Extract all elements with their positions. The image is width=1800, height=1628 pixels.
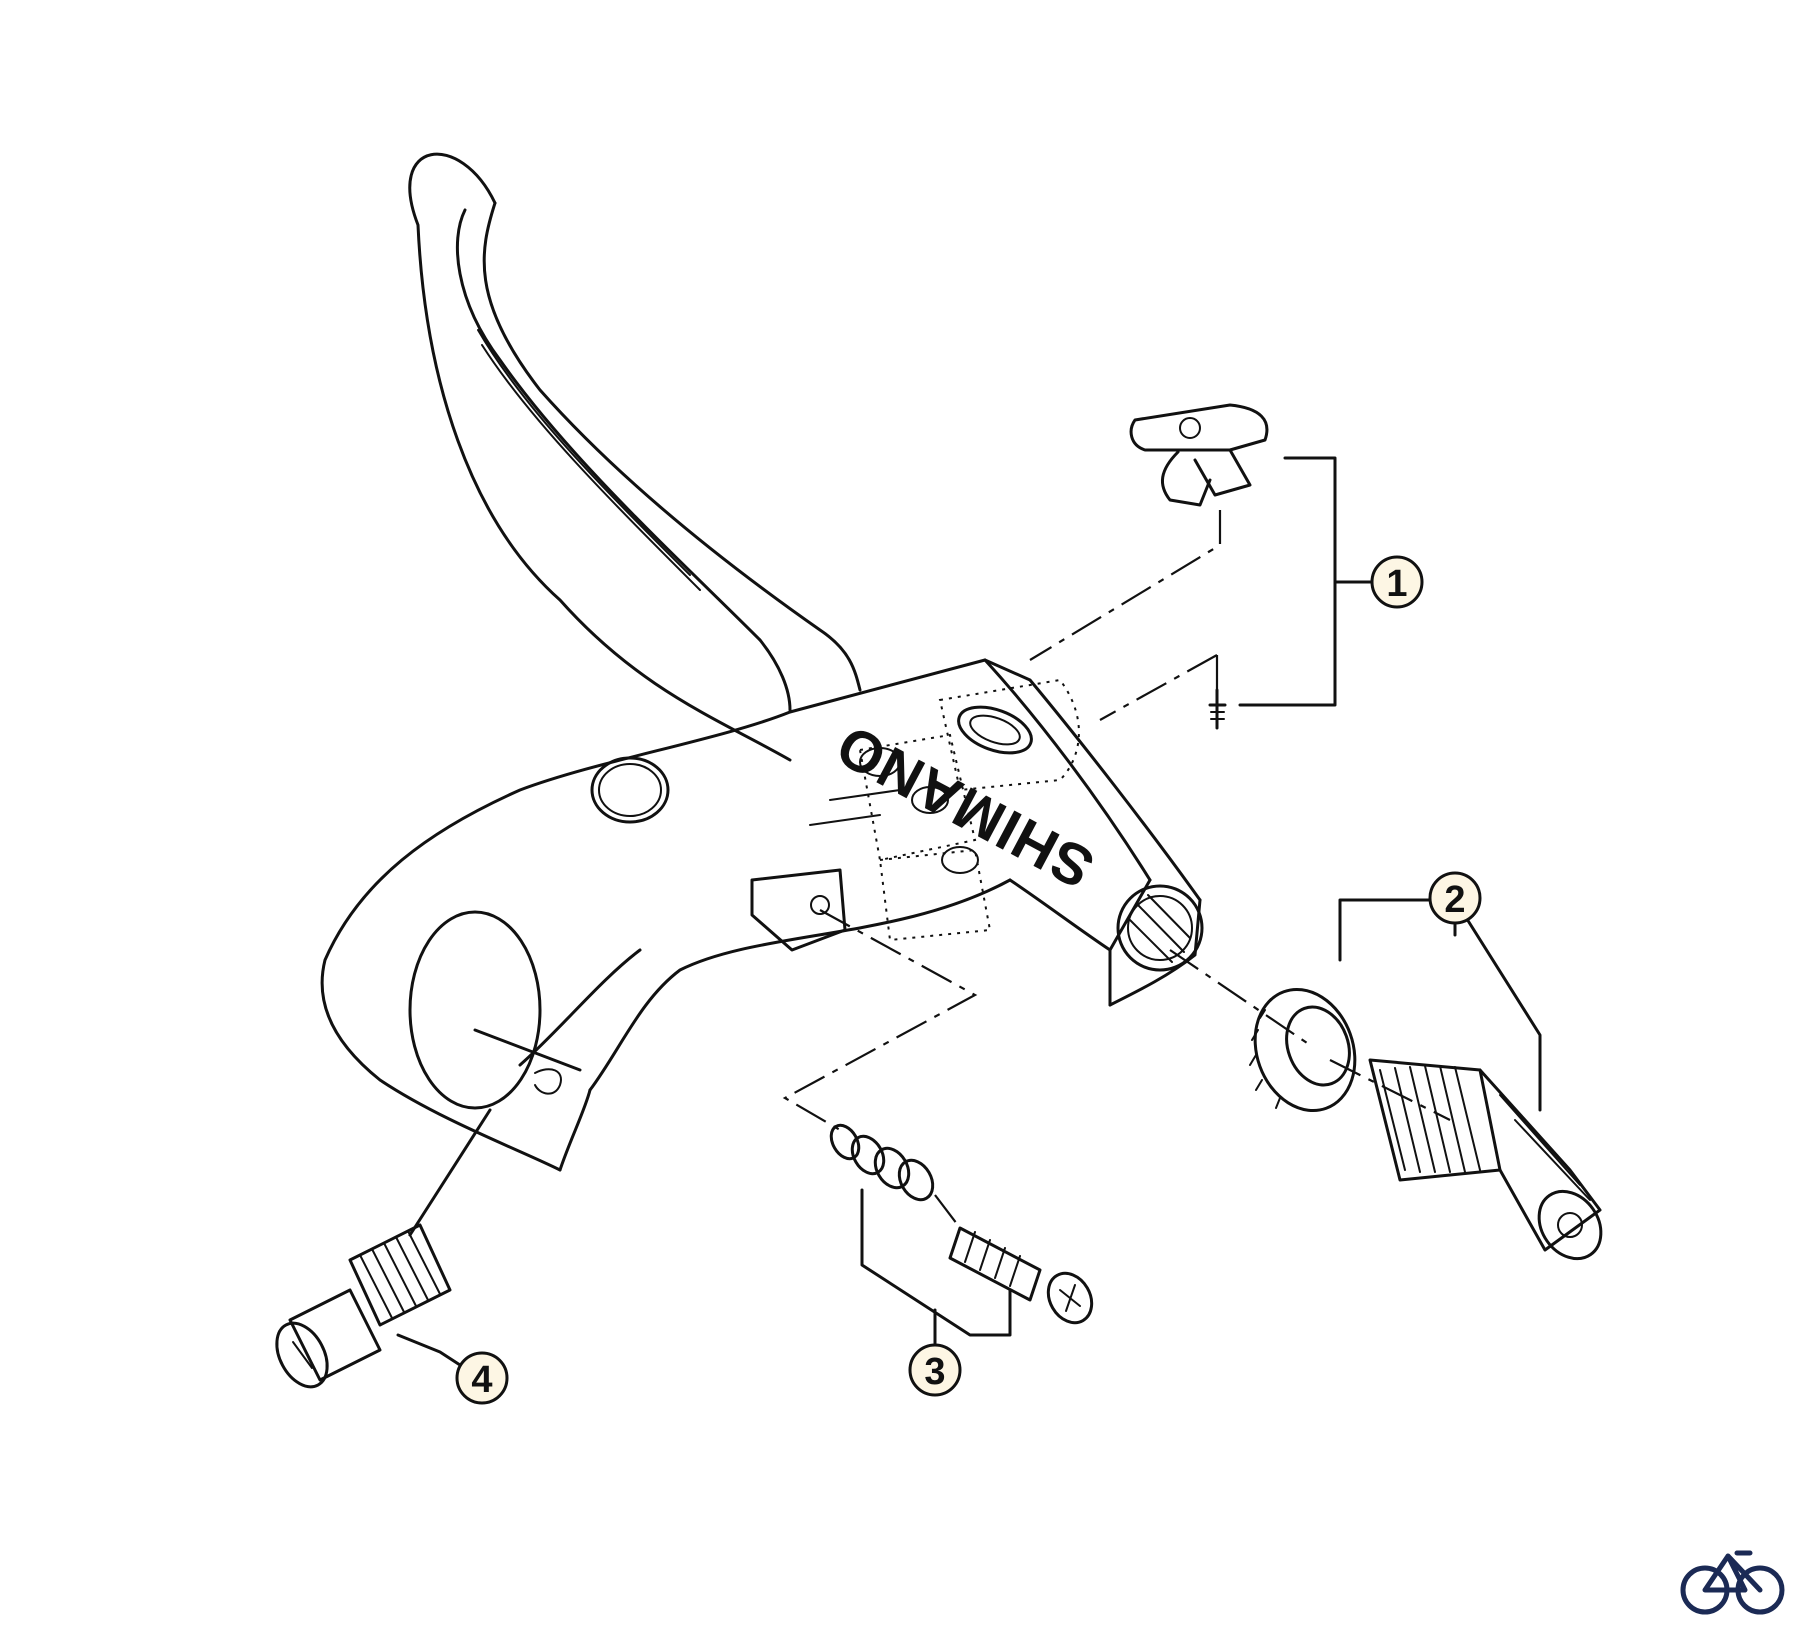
part-4-clamp-bolt (275, 1108, 492, 1389)
callout-2-label: 2 (1444, 879, 1465, 921)
lever-blade (408, 152, 862, 762)
callout-4-label: 4 (471, 1359, 492, 1401)
lever-body (320, 658, 1204, 1172)
part-3-spring-screw (782, 909, 1094, 1347)
callout-3-label: 3 (924, 1351, 945, 1393)
callout-3: 3 (908, 1343, 962, 1397)
callout-1: 1 (1370, 555, 1424, 609)
callout-2: 2 (1428, 871, 1482, 925)
callout-4: 4 (455, 1351, 509, 1405)
part-2-barrel-adjuster (1169, 898, 1603, 1261)
callout-1-label: 1 (1386, 563, 1407, 605)
bicycle-icon (1680, 1550, 1785, 1615)
part-1-cover-assembly (1029, 403, 1374, 730)
